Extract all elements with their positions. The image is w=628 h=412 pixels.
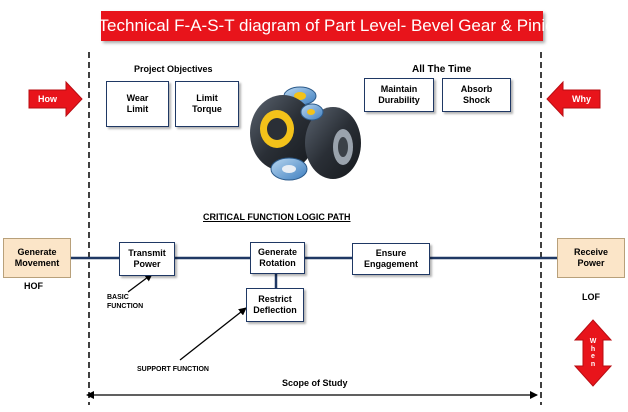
why-arrow-shape xyxy=(546,80,601,118)
when-label: When xyxy=(589,338,597,369)
diagram-title: 1. Technical F-A-S-T diagram of Part Lev… xyxy=(80,11,564,41)
project-objectives-heading: Project Objectives xyxy=(134,64,213,74)
how-arrow-shape xyxy=(28,80,83,118)
why-label: Why xyxy=(572,94,591,104)
limit-torque-box: Limit Torque xyxy=(175,81,239,127)
hof-label: HOF xyxy=(24,281,43,291)
gear-coupling-image xyxy=(250,86,361,181)
generate-rotation-box: Generate Rotation xyxy=(250,242,305,274)
receive-power-box: Receive Power xyxy=(557,238,625,278)
basic-function-pointer xyxy=(127,273,153,293)
critical-path-heading: CRITICAL FUNCTION LOGIC PATH xyxy=(203,212,351,222)
absorb-shock-box: Absorb Shock xyxy=(442,78,511,112)
generate-movement-box: Generate Movement xyxy=(3,238,71,278)
restrict-deflection-box: Restrict Deflection xyxy=(246,288,304,322)
basic-function-label: BASIC FUNCTION xyxy=(107,294,144,311)
wear-limit-box: Wear Limit xyxy=(106,81,169,127)
support-function-pointer xyxy=(179,307,247,361)
support-function-label: SUPPORT FUNCTION xyxy=(137,366,209,373)
transmit-power-box: Transmit Power xyxy=(119,242,175,276)
when-arrow-shape xyxy=(573,319,613,387)
how-label: How xyxy=(38,94,57,104)
maintain-durability-box: Maintain Durability xyxy=(364,78,434,112)
ensure-engagement-box: Ensure Engagement xyxy=(352,243,430,275)
lof-label: LOF xyxy=(582,292,600,302)
scope-of-study-label: Scope of Study xyxy=(282,378,348,388)
all-the-time-heading: All The Time xyxy=(412,64,472,75)
